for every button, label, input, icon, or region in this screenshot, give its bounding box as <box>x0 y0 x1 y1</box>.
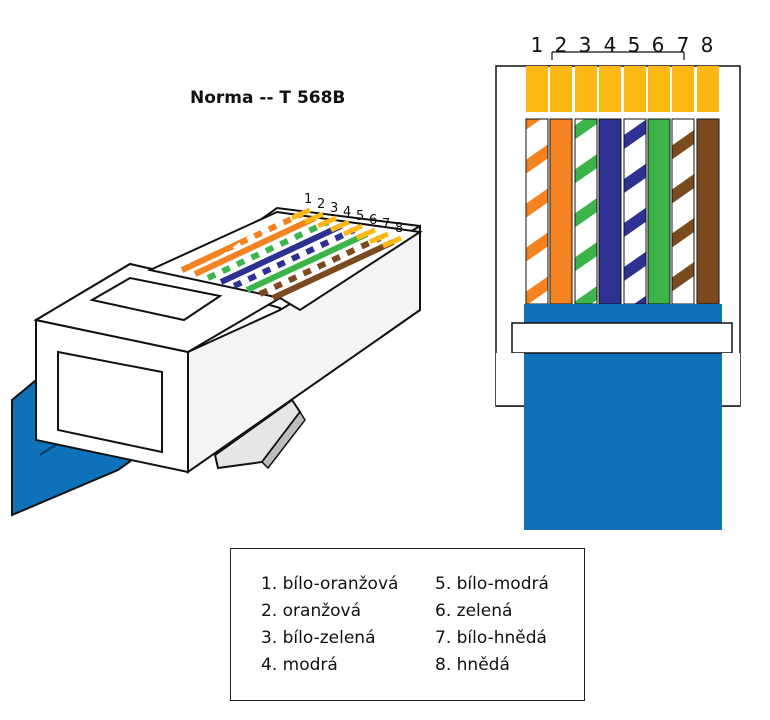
wire-3 <box>574 118 598 305</box>
plug-3d-pin-label: 8 <box>395 221 403 236</box>
diagram-title: Norma -- T 568B <box>190 88 346 108</box>
plug-flat-pin-label: 3 <box>579 33 592 57</box>
plug-flat-pin-label: 5 <box>628 33 641 57</box>
plug-3d-pin-labels: 1 2 3 4 5 6 7 8 <box>304 192 403 236</box>
wire-7 <box>671 118 695 305</box>
legend-item: 2. oranžová <box>261 601 362 621</box>
wire-2 <box>549 118 573 305</box>
plug-3d-pin-label: 1 <box>304 192 312 207</box>
legend-item: 8. hnědá <box>435 655 510 675</box>
housing-left-cover <box>496 353 524 406</box>
gold-contact <box>624 66 646 112</box>
housing-right-cover <box>722 353 740 406</box>
pin-number-bracket <box>551 51 685 60</box>
plug-flat-pin-label: 2 <box>555 33 568 57</box>
plug-flat-pin-label: 1 <box>531 33 544 57</box>
plug-3d: 1 2 3 4 5 6 7 8 <box>11 192 423 517</box>
gold-contact <box>526 66 548 112</box>
plug-3d-pin-label: 2 <box>317 197 325 212</box>
legend-item: 4. modrá <box>261 655 338 675</box>
plug-flat-pin-label: 7 <box>677 33 690 57</box>
wire-6 <box>647 118 671 305</box>
plug-3d-pin-label: 5 <box>356 209 364 224</box>
wire-5 <box>623 118 647 305</box>
wire-4 <box>598 118 622 305</box>
gold-contact <box>672 66 694 112</box>
flat-wires <box>525 118 720 305</box>
plug-flat: 1 2 3 4 5 6 7 8 <box>495 33 741 530</box>
wire-1 <box>525 118 549 305</box>
plug-3d-wires <box>180 207 403 301</box>
plug-3d-pin-label: 3 <box>330 201 338 216</box>
wire-8 <box>696 118 720 305</box>
gold-contacts <box>526 66 719 112</box>
plug-3d-body <box>33 206 423 474</box>
plug-flat-pin-label: 8 <box>701 33 714 57</box>
gold-contact <box>648 66 670 112</box>
plug-flat-pin-labels: 1 2 3 4 5 6 7 8 <box>531 33 714 57</box>
legend-item: 7. bílo-hnědá <box>435 628 547 648</box>
gold-contact <box>575 66 597 112</box>
plug-3d-pin-label: 4 <box>343 205 351 220</box>
gold-contact <box>550 66 572 112</box>
plug-3d-pin-label: 7 <box>382 217 390 232</box>
plug-flat-pin-label: 4 <box>604 33 617 57</box>
legend-item: 3. bílo-zelená <box>261 628 376 648</box>
gold-contact <box>599 66 621 112</box>
legend-item: 1. bílo-oranžová <box>261 574 399 594</box>
strain-relief-bar <box>511 322 733 354</box>
legend-item: 6. zelená <box>435 601 513 621</box>
legend-item: 5. bílo-modrá <box>435 574 549 594</box>
gold-contact <box>697 66 719 112</box>
color-legend: 1. bílo-oranžová 2. oranžová 3. bílo-zel… <box>230 548 585 701</box>
plug-flat-pin-label: 6 <box>652 33 665 57</box>
plug-3d-pin-label: 6 <box>369 213 377 228</box>
flat-cable <box>496 304 740 530</box>
